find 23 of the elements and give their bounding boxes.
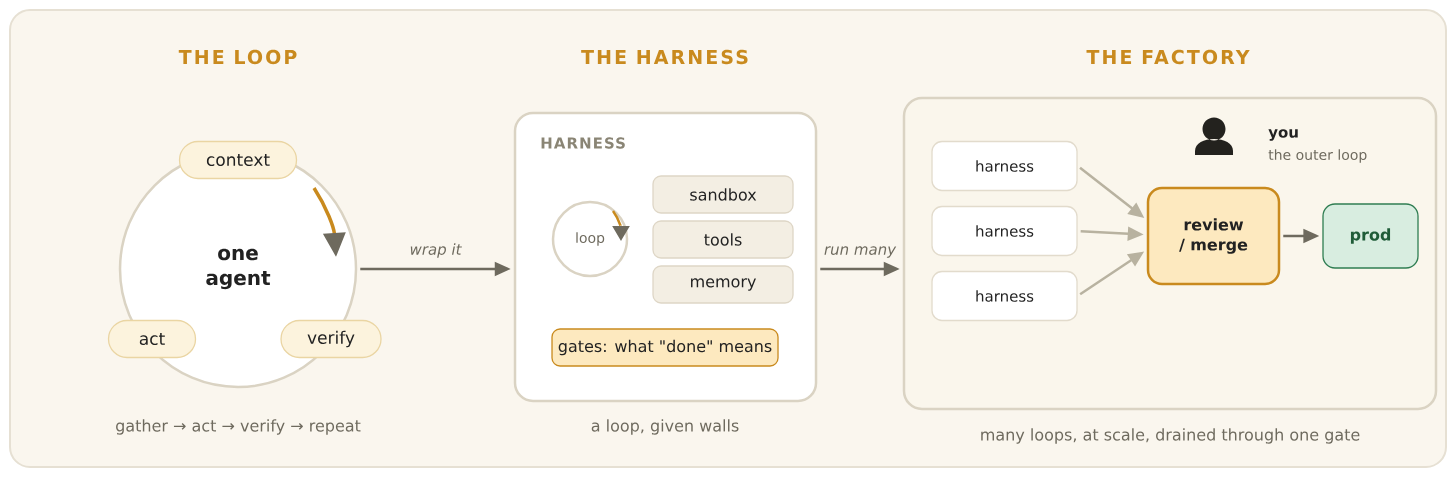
section-title: THE HARNESS (581, 49, 748, 65)
step-pill: act (107, 319, 197, 359)
gates-box: gates: what "done" means (551, 328, 779, 367)
node-label: gather → act → verify → repeat (116, 419, 361, 435)
step-pill: context (178, 140, 298, 180)
node-label: many loops, at scale, drained through one gate (981, 428, 1360, 444)
edge-label: wrap it (407, 241, 464, 260)
step-pill: verify (280, 319, 382, 359)
section-title: THE FACTORY (1086, 49, 1250, 65)
component-box: sandbox (652, 175, 794, 214)
person-name: you (1268, 129, 1298, 141)
node-label: a loop, given walls (591, 419, 739, 435)
harness-box: harness (931, 270, 1078, 322)
harness-box: harness (931, 205, 1078, 257)
component-box: tools (652, 220, 794, 259)
review-box: review / merge (1146, 186, 1281, 286)
section-title: THE LOOP (178, 49, 297, 65)
harness-box: harness (931, 140, 1078, 192)
panel-heading: HARNESS (541, 137, 625, 149)
person-role: the outer loop (1268, 149, 1367, 163)
component-box: memory (652, 265, 794, 304)
edge-label: run many (821, 244, 899, 260)
prod-box: prod (1322, 203, 1419, 269)
